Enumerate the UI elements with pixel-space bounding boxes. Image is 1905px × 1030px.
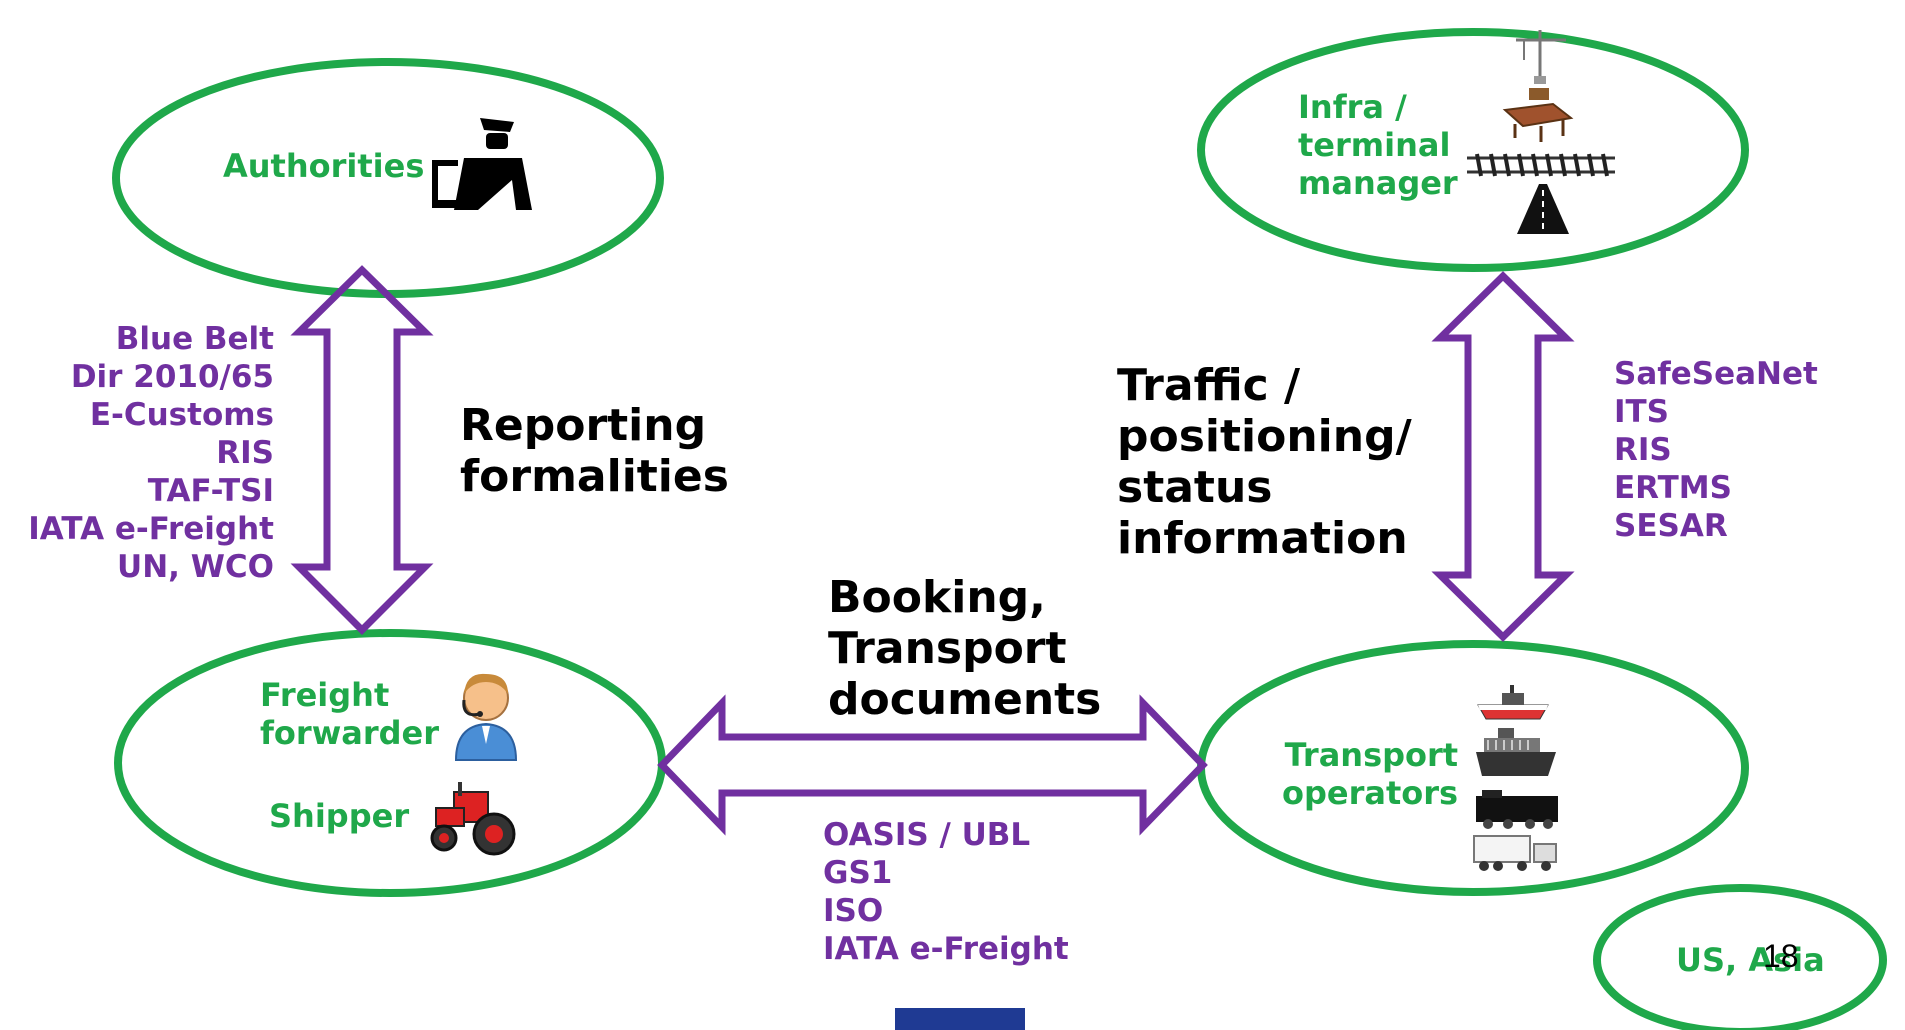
reporting-title: Reporting formalities — [460, 400, 729, 502]
standard-item: RIS — [216, 435, 274, 471]
transport-operators-label: Transport operators — [1282, 736, 1458, 812]
booking-title-line: documents — [828, 674, 1102, 725]
locomotive-icon — [1476, 790, 1558, 829]
infra-label-line: manager — [1298, 164, 1458, 202]
freight-forwarder-label-line: Freight — [260, 676, 390, 714]
standard-item: UN, WCO — [117, 549, 274, 585]
authorities-label: Authorities — [223, 147, 425, 185]
crane-icon — [1516, 30, 1566, 84]
rail-track-icon — [1467, 153, 1615, 177]
freight-forwarder-label-line: forwarder — [260, 714, 440, 752]
infra-label-line: Infra / — [1298, 88, 1407, 126]
reporting-standards-list: Blue Belt Dir 2010/65 E-Customs RIS TAF-… — [28, 320, 274, 586]
traffic-standards-list: SafeSeaNet ITS RIS ERTMS SESAR — [1614, 355, 1818, 545]
reporting-title-line: formalities — [460, 451, 729, 502]
standard-item: Blue Belt — [115, 321, 274, 357]
standard-item: ERTMS — [1614, 470, 1732, 506]
transport-operators-label-line: operators — [1282, 774, 1459, 812]
booking-double-arrow — [657, 694, 1208, 836]
reporting-double-arrow — [290, 265, 434, 635]
standard-item: ITS — [1614, 394, 1670, 430]
standard-item: IATA e-Freight — [28, 511, 274, 547]
standard-item: SafeSeaNet — [1614, 356, 1818, 392]
tractor-icon — [430, 782, 516, 856]
customs-officer-icon — [432, 118, 532, 210]
traffic-title-line: status — [1117, 462, 1273, 513]
booking-standards-list: OASIS / UBL GS1 ISO IATA e-Freight — [823, 816, 1069, 968]
standard-item: RIS — [1614, 432, 1672, 468]
traffic-title-line: information — [1117, 513, 1408, 564]
traffic-double-arrow — [1431, 271, 1575, 642]
shipper-label: Shipper — [269, 797, 410, 835]
standard-item: SESAR — [1614, 508, 1728, 544]
dock-icon — [1502, 88, 1574, 142]
standard-item: E-Customs — [89, 397, 274, 433]
road-icon — [1517, 184, 1569, 234]
truck-icon — [1473, 835, 1557, 871]
reporting-title-line: Reporting — [460, 400, 707, 451]
us-asia-ellipse — [1593, 884, 1887, 1030]
ferry-icon — [1477, 685, 1549, 720]
traffic-title: Traffic / positioning/ status informatio… — [1117, 360, 1412, 564]
standard-item: GS1 — [823, 855, 893, 891]
page-number: 18 — [1763, 938, 1799, 974]
booking-title: Booking, Transport documents — [828, 572, 1101, 725]
freight-forwarder-label: Freight forwarder — [260, 676, 439, 752]
standard-item: Dir 2010/65 — [70, 359, 274, 395]
booking-title-line: Transport — [828, 623, 1067, 674]
transport-operators-label-line: Transport — [1284, 736, 1459, 774]
standard-item: IATA e-Freight — [823, 931, 1069, 967]
booking-title-line: Booking, — [828, 572, 1046, 623]
infra-label: Infra / terminal manager — [1298, 88, 1458, 202]
standard-item: OASIS / UBL — [823, 817, 1031, 853]
footer-logo-block — [895, 1008, 1025, 1030]
cargo-ship-icon — [1476, 728, 1556, 776]
traffic-title-line: Traffic / — [1117, 360, 1301, 411]
infra-ellipse — [1197, 28, 1749, 272]
traffic-title-line: positioning/ — [1117, 411, 1412, 462]
infra-label-line: terminal — [1298, 126, 1451, 164]
us-asia-label: US, Asia — [1676, 941, 1825, 979]
standard-item: TAF-TSI — [147, 473, 274, 509]
standard-item: ISO — [823, 893, 884, 929]
freight-ellipse — [114, 629, 666, 897]
call-center-agent-icon — [454, 673, 518, 761]
